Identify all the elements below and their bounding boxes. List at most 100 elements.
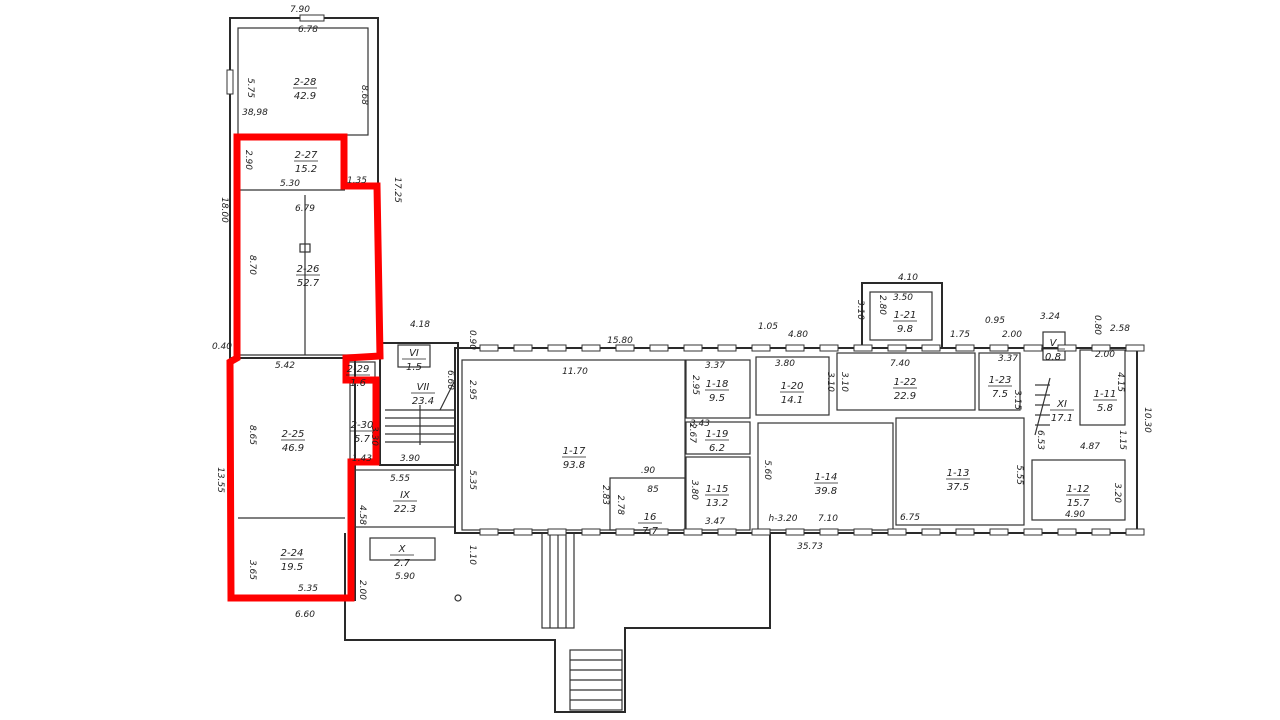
window — [1023, 344, 1043, 352]
dimension-label: 3.43 — [690, 419, 710, 429]
window — [547, 344, 567, 352]
room-area: 37.5 — [947, 482, 969, 493]
room-number: 1-11 — [1094, 389, 1117, 400]
room-number: 2-25 — [282, 429, 305, 440]
room-area: 17.1 — [1051, 413, 1073, 424]
room-area: 15.7 — [1067, 498, 1090, 509]
room-number: 1-20 — [781, 381, 804, 392]
dimension-label: 5.55 — [1014, 465, 1024, 485]
dimension-label: 4.90 — [1065, 510, 1085, 520]
room-label: 1-196.2 — [705, 429, 729, 454]
room-number: 1-21 — [894, 310, 917, 321]
dimension-label: 38,98 — [242, 108, 268, 118]
room-label: IX 22.3 — [393, 490, 417, 515]
room-area: 1.5 — [406, 362, 422, 373]
room-number: IX — [400, 490, 411, 501]
window — [513, 344, 533, 352]
dimension-label: 3.10 — [825, 372, 835, 392]
dimension-label: 5.90 — [395, 572, 415, 582]
dimension-label: 4.58 — [357, 505, 367, 525]
room-area: 2.7 — [394, 558, 411, 569]
dimension-label: 13.55 — [215, 467, 225, 493]
window — [683, 344, 703, 352]
dimension-label: 10.30 — [1142, 407, 1152, 433]
window — [921, 344, 941, 352]
window — [785, 344, 805, 352]
dimension-label: 3.15 — [1012, 390, 1022, 410]
room-number: 1-17 — [563, 446, 586, 457]
room-outline-vi — [397, 344, 431, 368]
column — [299, 243, 311, 253]
window — [547, 528, 567, 536]
room-number: 1-13 — [947, 468, 970, 479]
dimension-label: 6.75 — [900, 513, 920, 523]
window — [226, 69, 234, 95]
room-outline-1-21 — [869, 291, 933, 341]
window — [581, 344, 601, 352]
window — [989, 528, 1009, 536]
room-label: X2.7 — [390, 544, 414, 569]
room-number: VI — [409, 348, 419, 359]
dimension-label: 2.00 — [1095, 350, 1115, 360]
room-area: 22.3 — [394, 504, 416, 515]
window — [887, 528, 907, 536]
entrance-lobby-wall — [344, 533, 771, 713]
room-area: 14.1 — [781, 395, 803, 406]
room-number: V — [1050, 338, 1058, 349]
dimension-label: 6.60 — [295, 610, 315, 620]
room-area: 19.5 — [281, 562, 303, 573]
room-number: 1-19 — [706, 429, 729, 440]
room-number: 1-15 — [706, 484, 729, 495]
room-area: 13.2 — [706, 498, 728, 509]
window — [649, 528, 669, 536]
room-area: 0.8 — [1045, 352, 1061, 363]
window — [853, 528, 873, 536]
room-number: 2-26 — [297, 264, 320, 275]
dimension-label: 1.10 — [467, 545, 477, 565]
window — [887, 344, 907, 352]
dimension-label: 2.67 — [687, 423, 697, 443]
dimension-label: 1.15 — [1117, 430, 1127, 450]
room-outline-1-13 — [895, 417, 1025, 526]
room-label: 1-15 13.2 — [705, 484, 729, 509]
dimension-label: 6.53 — [1035, 430, 1045, 450]
dimension-label: 2.78 — [615, 495, 625, 515]
dimension-label: 6.60 — [445, 370, 455, 390]
room-outline-16 — [609, 477, 686, 531]
dimension-label: 2.90 — [243, 150, 253, 170]
stair-steps-xi — [1034, 377, 1051, 436]
room-area: 42.9 — [294, 91, 316, 102]
room-label: 2-28 42.9 — [293, 77, 317, 102]
dimension-label: 6.78 — [298, 25, 318, 35]
dimension-label: 1.75 — [950, 330, 970, 340]
dimension-label: 5.30 — [280, 179, 300, 189]
dimension-label: 3.37 — [705, 361, 725, 371]
room-label: 1-237.5 — [988, 375, 1012, 400]
windows — [226, 14, 1145, 536]
room-area: 9.5 — [709, 393, 725, 404]
window — [683, 528, 703, 536]
dimension-label: 3.24 — [1040, 312, 1060, 322]
dimension-label: 8.65 — [247, 425, 257, 445]
window — [1057, 528, 1077, 536]
main-block-wall — [454, 347, 1138, 534]
window — [717, 344, 737, 352]
room-label: 2-305.7 — [350, 420, 374, 445]
room-number: 2-28 — [294, 77, 317, 88]
window — [1023, 528, 1043, 536]
room-outline-1-23 — [978, 352, 1021, 411]
dimension-label: 35.73 — [797, 542, 823, 552]
dimension-label: 4.18 — [410, 320, 430, 330]
dimension-label: 3.37 — [998, 354, 1018, 364]
room-number: 1-14 — [815, 472, 838, 483]
dimension-label: 1.43 — [352, 454, 372, 464]
dimension-label: 4.80 — [788, 330, 808, 340]
dimension-label: 3.10 — [855, 300, 865, 320]
dimension-label: 11.70 — [562, 367, 588, 377]
room-area: 5.8 — [1097, 403, 1113, 414]
